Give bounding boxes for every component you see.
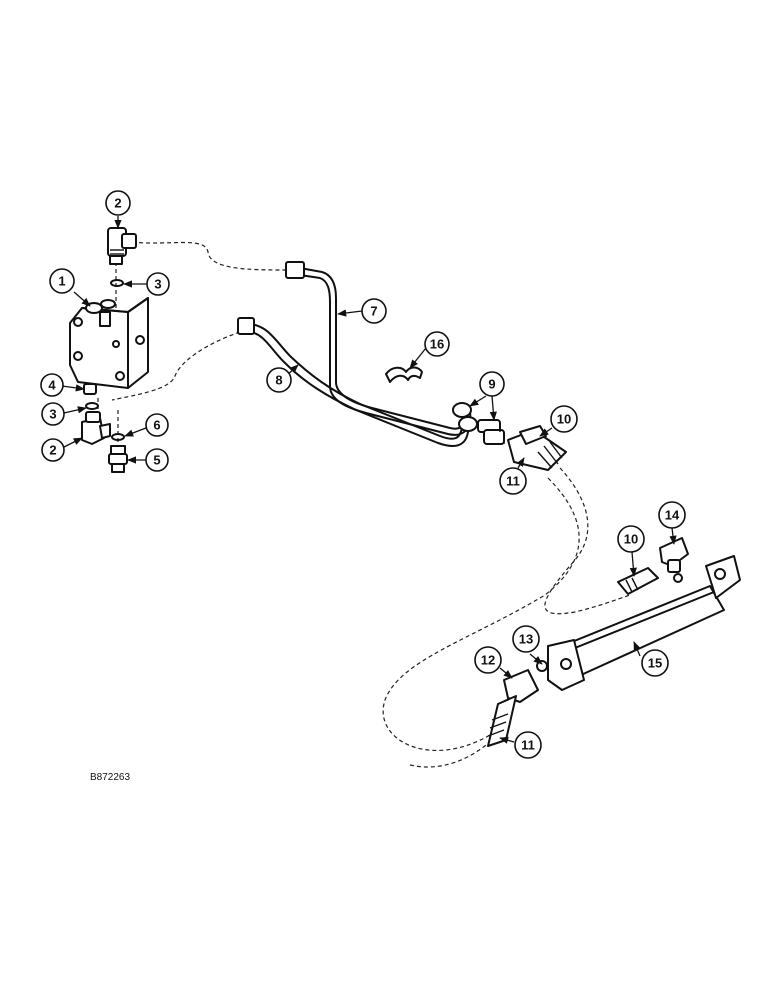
callout-7-label: 7 — [370, 304, 377, 319]
callout-10-lower: 10 — [617, 525, 645, 553]
cylinder-fittings-upper — [617, 537, 689, 595]
elbow-fitting-top — [107, 227, 137, 265]
assembly-lines — [97, 241, 631, 768]
callout-3-lower-label: 3 — [49, 407, 56, 422]
callout-5-label: 5 — [153, 453, 160, 468]
hose-ends-upper — [507, 425, 567, 471]
callout-3-top-label: 3 — [154, 277, 161, 292]
elbow-fitting-lower — [81, 411, 111, 445]
o-ring-6 — [111, 433, 125, 441]
callout-9-label: 9 — [488, 377, 495, 392]
callout-15-label: 15 — [648, 656, 662, 671]
hydraulic-cylinder — [547, 555, 741, 691]
callout-15: 15 — [641, 649, 669, 677]
o-ring-top — [110, 279, 124, 287]
callout-9: 9 — [479, 371, 505, 397]
callout-11-upper-label: 11 — [506, 474, 520, 489]
callout-6-label: 6 — [153, 418, 160, 433]
callout-14: 14 — [658, 501, 686, 529]
valve-body — [69, 297, 149, 389]
callout-11-lower-label: 11 — [521, 738, 535, 753]
callout-16-label: 16 — [430, 337, 444, 352]
callout-13-label: 13 — [519, 632, 533, 647]
callout-3-top: 3 — [146, 272, 170, 296]
callout-10-lower-label: 10 — [624, 532, 638, 547]
callout-8-label: 8 — [275, 373, 282, 388]
callout-2-lower-label: 2 — [49, 443, 56, 458]
callout-1: 1 — [49, 268, 75, 294]
callout-2-top-label: 2 — [114, 196, 121, 211]
callout-6: 6 — [145, 413, 169, 437]
callouts: 1 2 3 4 3 2 6 5 — [40, 190, 686, 759]
callout-7: 7 — [361, 298, 387, 324]
o-ring-lower — [85, 402, 99, 410]
callout-3-lower: 3 — [41, 402, 65, 426]
callout-1-label: 1 — [58, 274, 65, 289]
callout-10-upper-label: 10 — [557, 412, 571, 427]
callout-12-label: 12 — [481, 653, 495, 668]
callout-5: 5 — [145, 448, 169, 472]
callout-14-label: 14 — [665, 508, 680, 523]
callout-10-upper: 10 — [550, 405, 578, 433]
callout-11-upper: 11 — [499, 467, 527, 495]
figure-id: B872263 — [90, 772, 130, 783]
callout-16: 16 — [424, 331, 450, 357]
cylinder-fittings-lower — [487, 660, 548, 747]
straight-fitting — [108, 445, 128, 473]
callout-8: 8 — [266, 367, 292, 393]
tube-clip — [385, 366, 423, 383]
callout-4-label: 4 — [48, 378, 56, 393]
callout-4: 4 — [40, 373, 64, 397]
callout-11-lower: 11 — [514, 731, 542, 759]
plug — [83, 383, 97, 395]
callout-12: 12 — [474, 646, 502, 674]
callout-2-lower: 2 — [41, 438, 65, 462]
adapter-fittings — [477, 419, 505, 445]
callout-13: 13 — [512, 625, 540, 653]
callout-2-top: 2 — [105, 190, 131, 216]
steel-tubes — [237, 261, 478, 447]
